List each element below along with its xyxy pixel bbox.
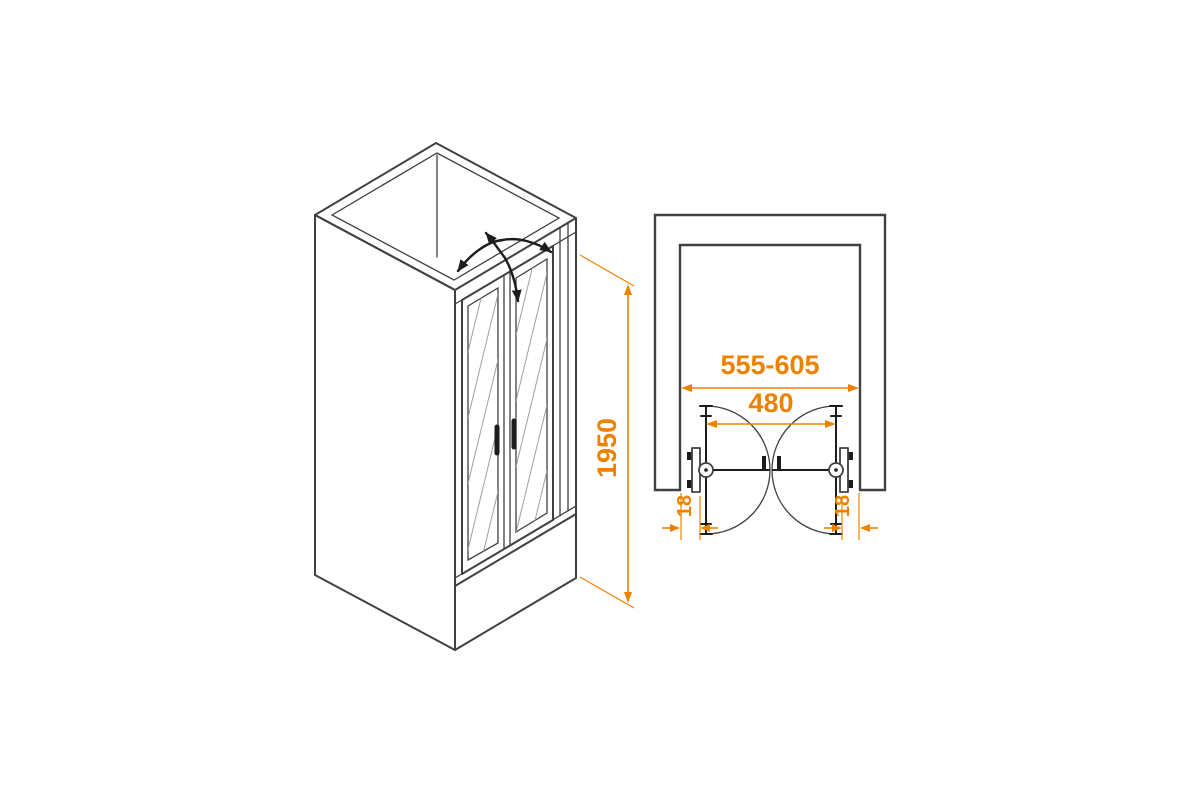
height-extension-bottom (579, 576, 635, 609)
door-panels (461, 245, 554, 575)
glass-width-arrow-right (825, 420, 836, 428)
left-glass-pane (467, 286, 499, 562)
enclosure-top-outer-edge (314, 142, 577, 291)
left-offset-label: 18 (674, 495, 696, 517)
left-offset-arrow-in (670, 524, 680, 532)
glass-width-arrow-left (706, 420, 717, 428)
tray-lip-lower (454, 513, 577, 587)
right-offset-arrow-out (860, 524, 870, 532)
swing-arrow-left-down (456, 238, 505, 273)
left-offset-arrow-out (700, 524, 710, 532)
door-outline (461, 245, 554, 575)
right-offset-arrow-in (832, 524, 842, 532)
swing-arrows-icon (456, 231, 553, 303)
right-profile-tab-bottom (848, 480, 853, 488)
open-door-left (699, 405, 713, 535)
height-extension-top (579, 254, 635, 287)
left-door-arc-down (705, 469, 771, 535)
isometric-view: 1950 (314, 142, 635, 651)
height-dimension: 1950 (579, 254, 635, 609)
right-glass-hatch (516, 264, 547, 532)
enclosure-top-inner-edge (330, 152, 561, 281)
tray-bottom-edge (454, 577, 577, 651)
right-center-handle (777, 456, 781, 470)
right-offset-label: 18 (832, 495, 854, 517)
width-range-arrow-left (681, 384, 692, 392)
right-door-arc-down (771, 469, 837, 535)
glass-width-dimension: 480 (706, 388, 836, 428)
left-profile-tab-bottom (687, 480, 692, 488)
left-side-wall (314, 214, 456, 651)
pivot-right (828, 462, 844, 478)
glass-width-label: 480 (748, 388, 793, 418)
left-center-handle (762, 456, 766, 470)
right-profile-tab-top (848, 452, 853, 460)
left-offset-dimension: 18 (662, 493, 718, 540)
left-glass-hatch (468, 289, 498, 560)
right-offset-dimension: 18 (824, 493, 878, 540)
left-wall-profile (687, 447, 701, 493)
height-dimension-label: 1950 (592, 418, 622, 478)
pivot-left (698, 462, 714, 478)
swing-arrow-right (501, 238, 553, 254)
open-door-right (829, 405, 843, 535)
closed-doors-line (712, 456, 830, 471)
left-profile-tab-top (687, 452, 692, 460)
width-range-label: 555-605 (720, 350, 819, 380)
width-range-dimension: 555-605 (681, 350, 859, 392)
height-arrow-down (624, 592, 632, 603)
swing-arrow-up-left (484, 231, 507, 260)
wall-outline (653, 213, 887, 492)
swing-arrow-down (503, 256, 522, 303)
plan-view: 555-605 480 18 18 (653, 213, 887, 540)
height-arrow-up (624, 284, 632, 295)
width-range-arrow-right (848, 384, 859, 392)
